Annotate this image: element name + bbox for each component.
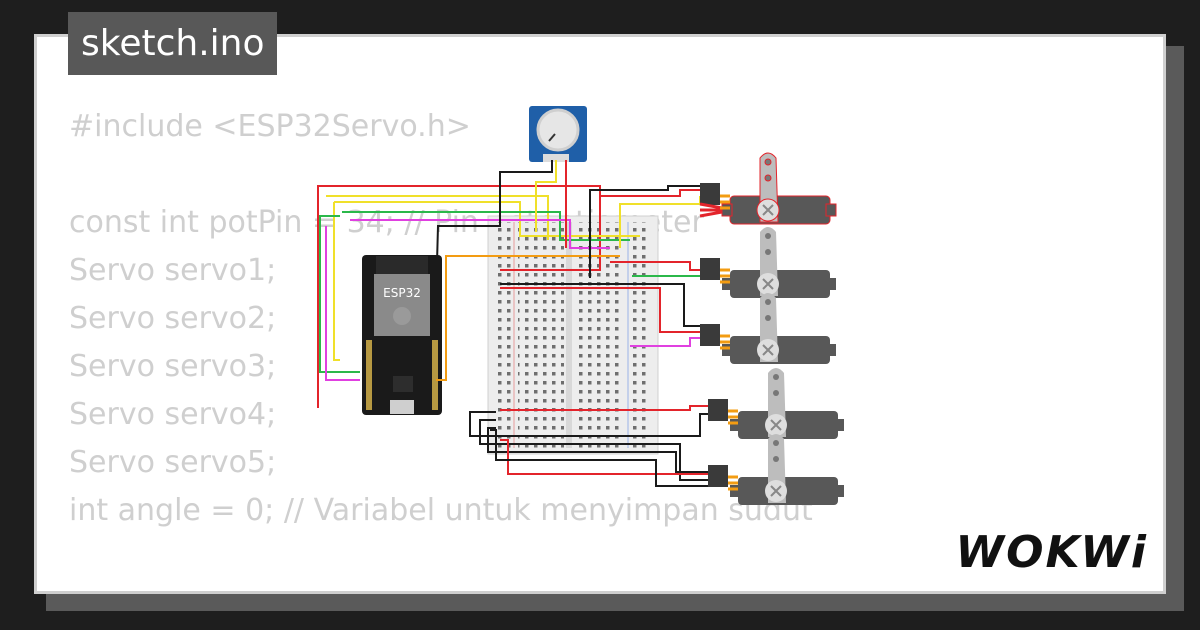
servo-5[interactable] (706, 432, 846, 507)
code-line: Servo servo1; (69, 253, 277, 288)
code-line: void setup() { (69, 583, 813, 591)
servo-2[interactable] (698, 225, 838, 300)
servo-3[interactable] (698, 291, 838, 366)
servo-4[interactable] (706, 366, 846, 441)
code-editor[interactable]: #include <ESP32Servo.h>const int potPin … (69, 103, 813, 591)
servo-1[interactable] (698, 151, 838, 226)
code-line: Servo servo5; (69, 445, 277, 480)
servo-connectors (700, 183, 728, 487)
code-line: Servo servo4; (69, 397, 277, 432)
wires (317, 160, 710, 487)
file-name-tag: sketch.ino (68, 12, 278, 75)
code-line: #include <ESP32Servo.h> (69, 109, 471, 144)
code-line: Servo servo2; (69, 301, 277, 336)
potentiometer[interactable] (529, 106, 587, 162)
esp32-board[interactable]: ESP32 (362, 255, 442, 415)
code-line: Servo servo3; (69, 349, 277, 384)
breadboard[interactable] (487, 215, 659, 455)
esp32-label: ESP32 (383, 286, 421, 300)
wokwi-logo: WOKWi (955, 527, 1148, 578)
